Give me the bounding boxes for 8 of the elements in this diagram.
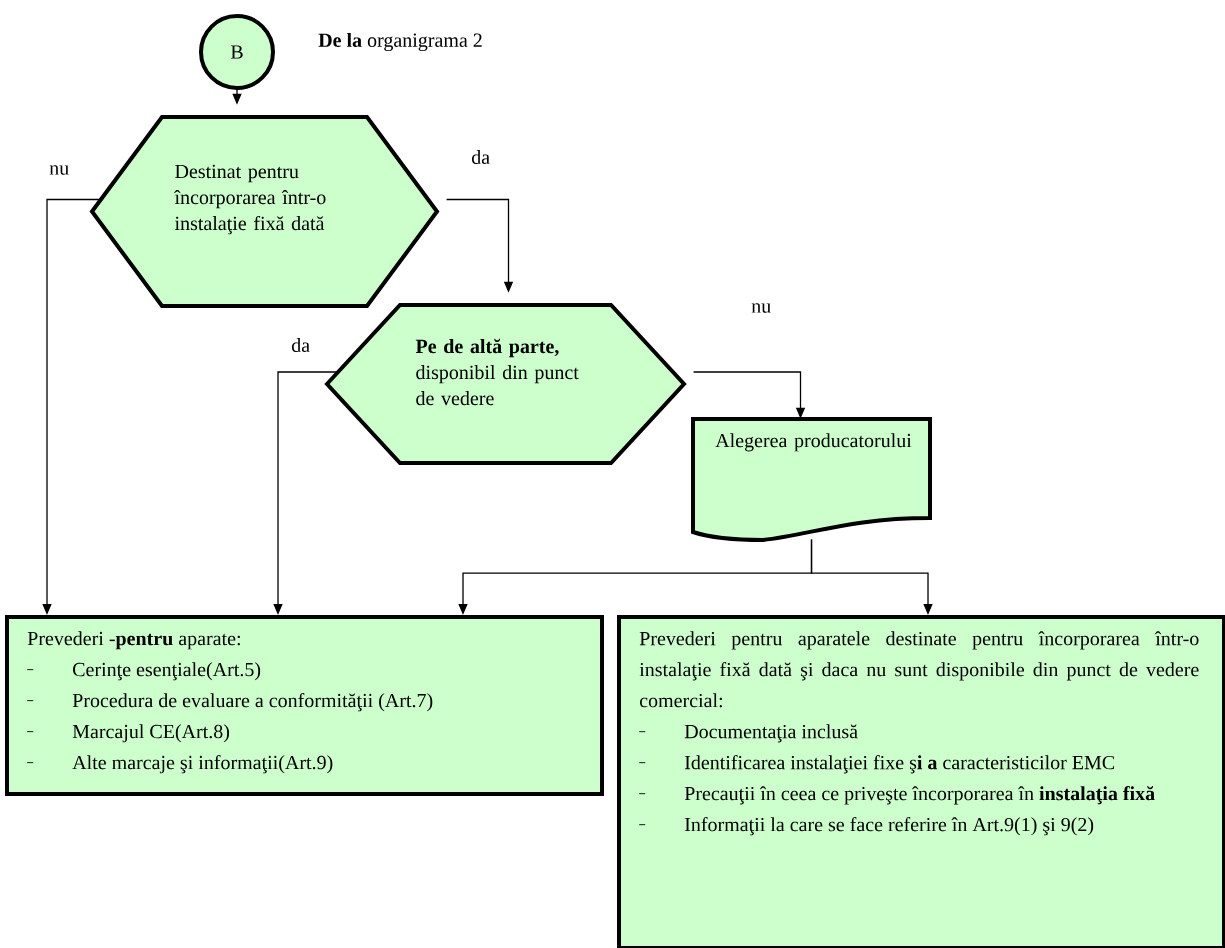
edge-label: nu [750, 302, 773, 314]
edge-label: da [470, 148, 492, 166]
edge-label: da [290, 336, 312, 354]
process-box: Prevederi -pentru aparate: Cerinţe esenţiale(Art.5) Procedura de evaluare a conformităţii (Art.7) Marcajul CE(Art.8) Alte marcaje şi informaţii(Art.9) [5, 615, 604, 796]
node-caption: De la organigrama 2 [318, 32, 482, 52]
edge-label: nu [48, 164, 71, 176]
process-box: Prevederi pentru aparatele destinate pentru încorporarea într-o instalaţie fixă dată şi daca nu sunt disponibile din punct de vedere comercial: Documentaţia inclusă Identificarea instalaţiei fixe şi a caracteristicilor EMC Precauţii în ceea ce priveşte încorporarea în instalaţia fixă Informaţii la care se face referire în Art.9(1) şi 9(2) [617, 615, 1225, 948]
document-box: Alegerea producatorului [691, 417, 932, 542]
